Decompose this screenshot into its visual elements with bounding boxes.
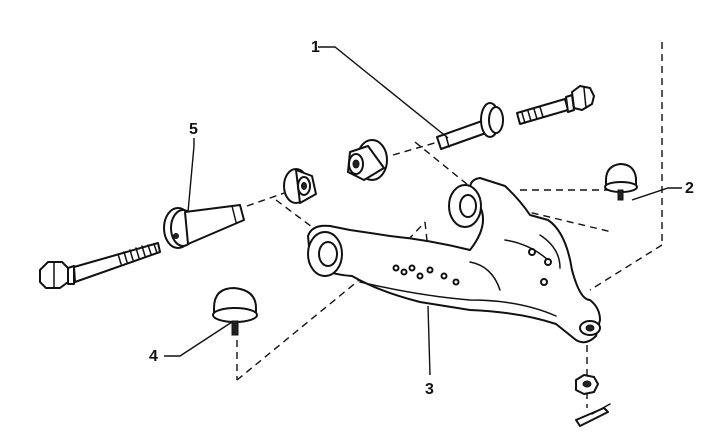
bolt-upper-right [516,85,595,125]
callout-1: 1 [311,39,320,56]
bushing-upper [347,139,388,181]
bump-stopper-4 [212,287,258,336]
cotter-pin [575,403,611,427]
bolt-shank [73,242,161,283]
castle-nut [575,374,599,395]
leader-5 [187,138,195,213]
callout-5: 5 [189,121,198,138]
dash-line-arm-pocket [407,221,426,241]
leader-3 [427,305,431,376]
bump-stopper-2 [604,163,638,201]
cam-bolt-5 [163,204,245,249]
leader-4 [164,321,233,357]
bushing-middle [283,168,317,204]
control-arm-3 [307,177,601,344]
assembly-dashed-lines [236,42,663,408]
dash-line-bushing-bolt [392,139,446,156]
callout-4: 4 [149,348,158,365]
dash-line-arm-bumper [519,209,613,233]
long-bolt-left [39,242,161,289]
leader-lines [164,46,682,376]
callout-2: 2 [685,180,694,197]
dash-line-bushing-arm-front [275,199,317,231]
callout-3: 3 [425,381,434,398]
leader-1 [318,46,449,139]
bolt-1 [436,102,504,150]
leader-2 [631,187,682,201]
dash-line-to-balljoint [589,244,663,291]
cam-shank [184,204,245,245]
arm-outline [307,177,601,344]
